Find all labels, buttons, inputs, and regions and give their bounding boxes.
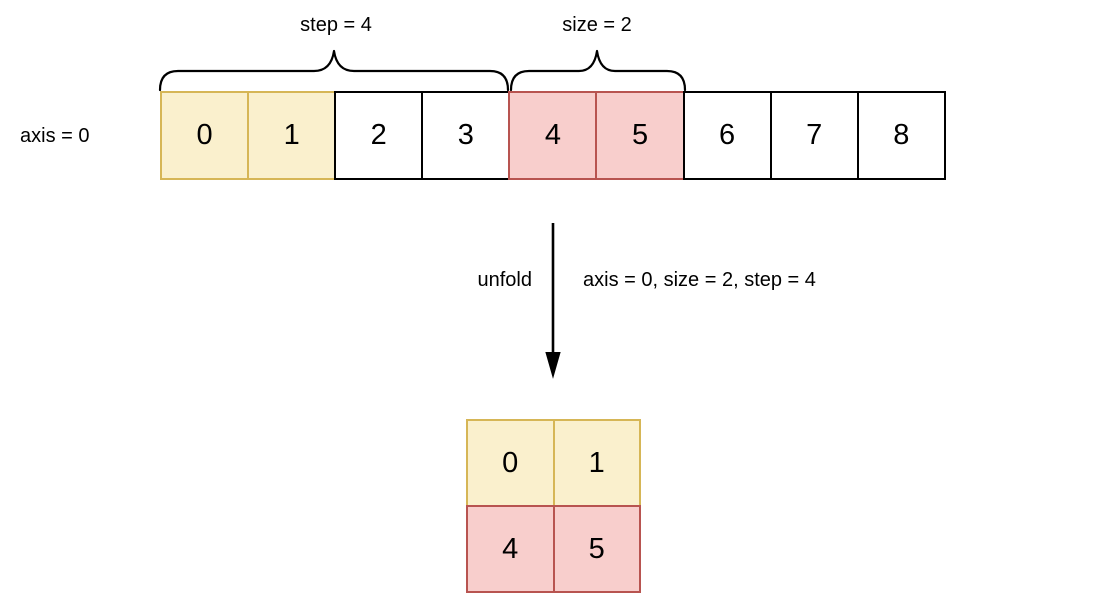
step-brace xyxy=(158,49,510,92)
array-cell-6: 6 xyxy=(682,91,772,180)
array-cell-5: 5 xyxy=(595,91,685,180)
matrix-cell-2: 4 xyxy=(466,505,555,593)
output-matrix: 0 1 4 5 xyxy=(466,419,641,593)
matrix-cell-1: 1 xyxy=(552,419,641,507)
size-label: size = 2 xyxy=(562,14,632,36)
matrix-row-bottom: 4 5 xyxy=(466,505,641,593)
size-brace xyxy=(509,49,687,92)
array-cell-2: 2 xyxy=(334,91,424,180)
axis-label: axis = 0 xyxy=(20,125,90,147)
array-cell-0: 0 xyxy=(160,91,250,180)
step-label: step = 4 xyxy=(300,14,372,36)
array-cell-7: 7 xyxy=(769,91,859,180)
input-array: 0 1 2 3 4 5 6 7 8 xyxy=(160,91,946,180)
matrix-cell-3: 5 xyxy=(552,505,641,593)
array-cell-3: 3 xyxy=(421,91,511,180)
operation-label: unfold xyxy=(477,269,533,291)
array-cell-8: 8 xyxy=(856,91,946,180)
matrix-cell-0: 0 xyxy=(466,419,555,507)
array-cell-1: 1 xyxy=(247,91,337,180)
params-label: axis = 0, size = 2, step = 4 xyxy=(583,269,816,291)
array-cell-4: 4 xyxy=(508,91,598,180)
matrix-row-top: 0 1 xyxy=(466,419,641,507)
down-arrow-icon xyxy=(545,223,561,379)
